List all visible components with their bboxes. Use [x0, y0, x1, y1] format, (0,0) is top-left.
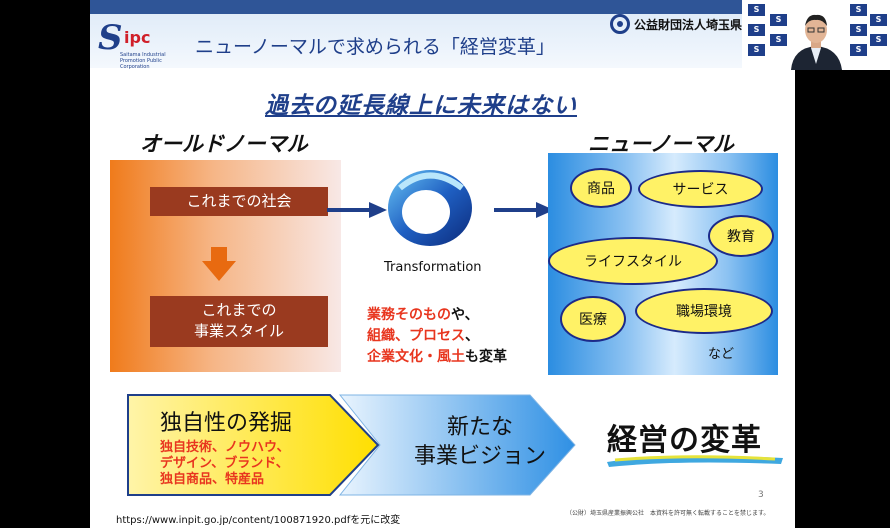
presenter-video	[791, 14, 842, 70]
header-bar	[90, 0, 795, 14]
etc-label: など	[708, 347, 735, 362]
logo-tile-icon: S	[748, 44, 765, 56]
new-normal-item: 医療	[560, 296, 626, 342]
slide-subtitle: 過去の延長線上に未来はない	[265, 93, 577, 119]
presentation-slide: S ipc Saitama Industrial Promotion Publi…	[90, 0, 795, 528]
logo-tile-icon: S	[870, 34, 887, 46]
slide-header: S ipc Saitama Industrial Promotion Publi…	[90, 0, 795, 70]
logo-tile-icon: S	[748, 4, 765, 16]
transformation-label: Transformation	[384, 260, 482, 275]
brush-underline-icon	[607, 455, 783, 467]
old-normal-heading: オールドノーマル	[140, 132, 308, 156]
change-description: 業務そのものや、 組織、プロセス、 企業文化・風土も変革	[367, 307, 507, 365]
right-arrow-icon	[494, 202, 554, 218]
copyright-note: （公財）埼玉県産業振興公社 本資料を許可無く転載することを禁じます。	[566, 510, 770, 517]
right-arrow-icon	[327, 202, 387, 218]
management-transformation: 経営の変革	[607, 423, 762, 458]
uniqueness-title: 独自性の発掘	[160, 411, 293, 436]
new-normal-heading: ニューノーマル	[588, 132, 734, 156]
org-name: 公益財団法人埼玉県産業	[610, 14, 766, 34]
page-number: 3	[758, 490, 764, 500]
logo-tile-icon: S	[748, 24, 765, 36]
logo-tile-icon: S	[770, 34, 787, 46]
new-normal-item: 職場環境	[635, 288, 773, 334]
logo-tile-icon: S	[870, 14, 887, 26]
process-chevrons	[127, 394, 576, 496]
down-arrow-icon	[202, 247, 236, 281]
source-citation: https://www.inpit.go.jp/content/10087192…	[116, 515, 401, 526]
ipc-logo: S ipc Saitama Industrial Promotion Publi…	[98, 18, 166, 70]
org-logo-icon	[610, 14, 630, 34]
webcam-feed: S S S S S S S S S S	[742, 0, 890, 70]
new-normal-item: 教育	[708, 215, 774, 257]
logo-tile-icon: S	[850, 44, 867, 56]
logo-tile-icon: S	[850, 4, 867, 16]
new-normal-item: ライフスタイル	[548, 237, 718, 285]
old-business-style-box: これまでの 事業スタイル	[150, 296, 328, 347]
new-normal-item: サービス	[638, 170, 763, 208]
uniqueness-items: 独自技術、ノウハウ、 デザイン、ブランド、 独自商品、特産品	[160, 440, 290, 487]
old-society-box: これまでの社会	[150, 187, 328, 216]
slide-title: ニューノーマルで求められる「経営変革」	[195, 36, 555, 58]
new-normal-item: 商品	[570, 168, 632, 208]
logo-tile-icon: S	[850, 24, 867, 36]
logo-tile-icon: S	[770, 14, 787, 26]
new-vision: 新たな 事業ビジョン	[413, 415, 546, 469]
transformation-logo-icon	[388, 170, 472, 246]
